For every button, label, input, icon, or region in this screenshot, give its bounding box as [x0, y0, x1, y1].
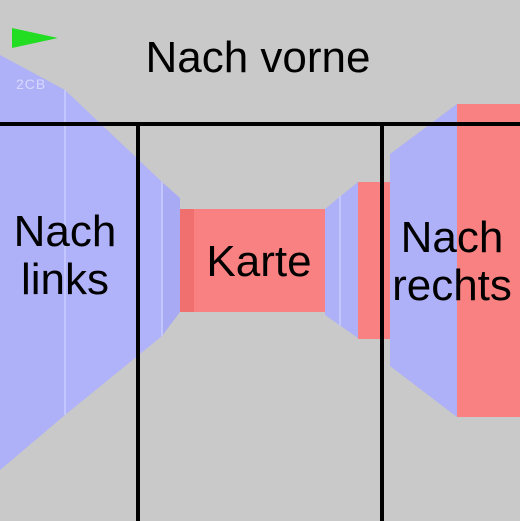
faint-hud-text: 2CB	[16, 76, 47, 92]
left-zone[interactable]: Nach links	[0, 126, 136, 521]
left-divider	[136, 122, 140, 521]
left-label: Nach links	[0, 208, 130, 303]
right-label: Nach rechts	[384, 214, 520, 309]
map-label: Karte	[206, 237, 312, 286]
center-wall	[194, 209, 325, 312]
left-label-line2: links	[20, 254, 110, 304]
horizontal-divider	[0, 122, 520, 126]
right-zone[interactable]: Nach rechts	[384, 126, 520, 521]
right-label-line1: Nach	[400, 213, 504, 262]
green-flag-icon	[12, 28, 58, 48]
right-label-line2: rechts	[392, 260, 512, 310]
map-zone[interactable]: Karte	[140, 126, 380, 521]
right-wall-red-mid	[358, 182, 390, 339]
left-label-line1: Nach	[13, 207, 117, 256]
right-wall-red-near	[457, 104, 520, 417]
right-divider	[380, 122, 384, 521]
forward-zone[interactable]: Nach vorne	[0, 0, 520, 122]
right-wall-far	[325, 182, 358, 338]
right-wall-mid	[390, 104, 457, 417]
left-wall-far	[162, 182, 180, 336]
center-wall-side	[180, 209, 194, 312]
forward-label: Nach vorne	[145, 33, 371, 82]
left-wall-near	[0, 55, 65, 470]
